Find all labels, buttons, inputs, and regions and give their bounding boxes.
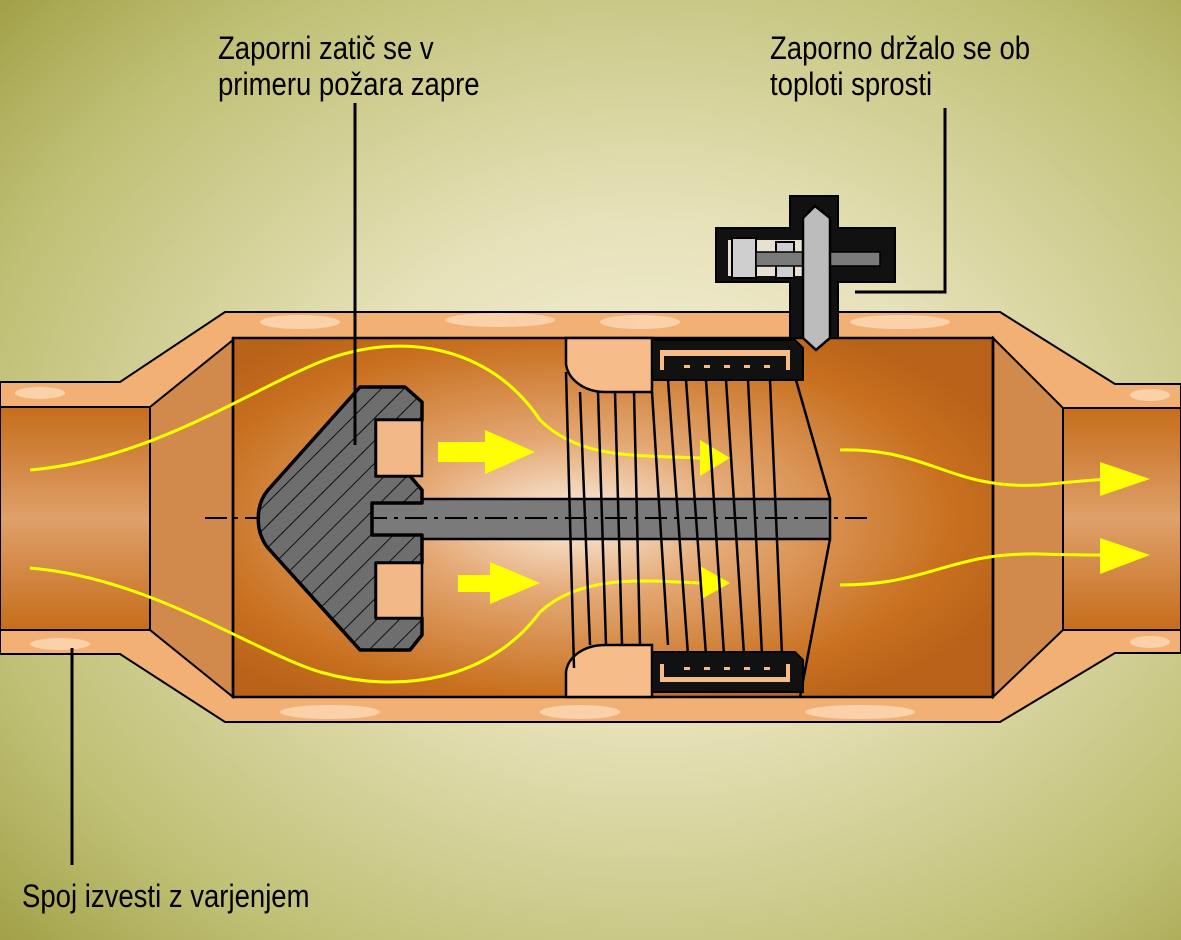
arrowhead-4 [1100, 538, 1150, 574]
arrow-upper [438, 430, 535, 474]
label-closing-pin: Zaporni zatič se v primeru požara zapre [218, 30, 480, 102]
arrowhead-3 [1100, 462, 1150, 496]
label-locking-holder-line1: Zaporno držalo se ob [770, 30, 1031, 66]
spring-stack [564, 371, 832, 698]
arrowhead-1 [700, 440, 730, 476]
leader-holder [855, 108, 947, 294]
leader-lines [70, 103, 947, 865]
arrow-lower [458, 562, 540, 604]
outlet-pipe [1062, 407, 1181, 631]
pin-slot-upper [374, 418, 424, 478]
pipe-wall-highlights [15, 313, 1170, 719]
label-closing-pin-line2: primeru požara zapre [218, 66, 480, 102]
spring-housing-upper [651, 339, 804, 381]
label-closing-pin-line1: Zaporni zatič se v [218, 30, 434, 66]
seat-upper [564, 336, 654, 394]
pin-slot-lower [374, 561, 424, 620]
arrowhead-2 [700, 566, 730, 600]
label-weld-joint: Spoj izvesti z varjenjem [22, 878, 310, 914]
label-locking-holder-line2: toploti sprosti [770, 66, 933, 102]
spring-housing-lower [651, 651, 804, 693]
inlet-pipe [0, 406, 151, 631]
label-locking-holder: Zaporno držalo se ob toploti sprosti [770, 30, 1030, 102]
seat-lower [564, 643, 654, 699]
locking-holder [715, 195, 896, 352]
flow-arrowheads [700, 440, 1150, 600]
flow-arrows-bold [438, 430, 540, 604]
